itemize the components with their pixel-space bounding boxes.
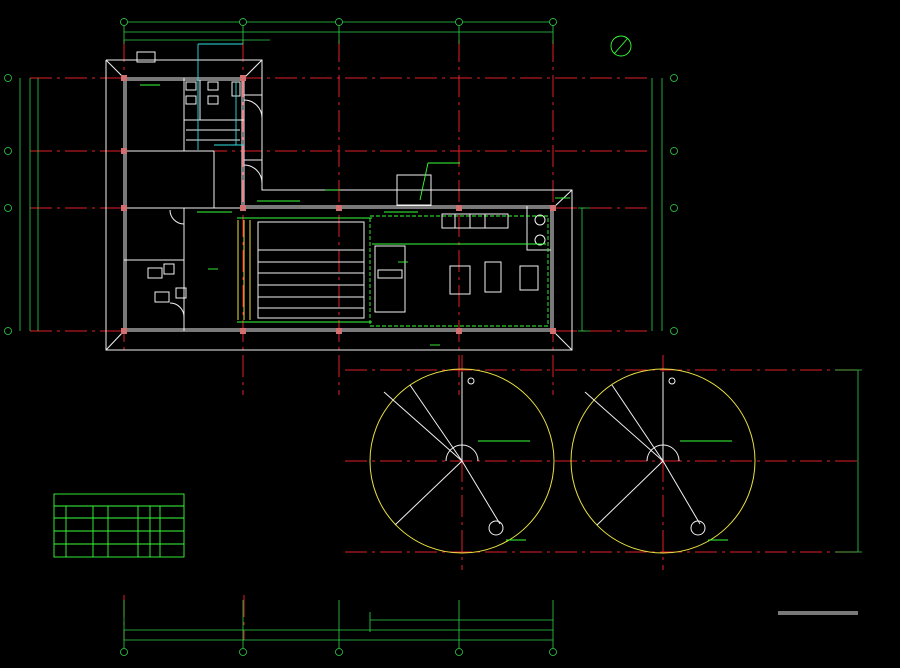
dimension-lines [19,18,862,648]
annotations [140,84,570,346]
tank-2 [570,368,756,554]
toilet-fixtures [184,80,244,141]
section-title [778,611,858,615]
tank-1 [369,368,555,554]
axis-grid [30,40,860,640]
axis-bubbles [4,18,678,656]
legend-table [53,493,185,558]
structural-columns [121,75,556,334]
pipe-lines [197,43,244,150]
office-furniture [147,263,187,303]
equipment-room [369,213,549,327]
filter-bed-area [237,217,372,323]
north-arrow-icon [610,35,632,57]
